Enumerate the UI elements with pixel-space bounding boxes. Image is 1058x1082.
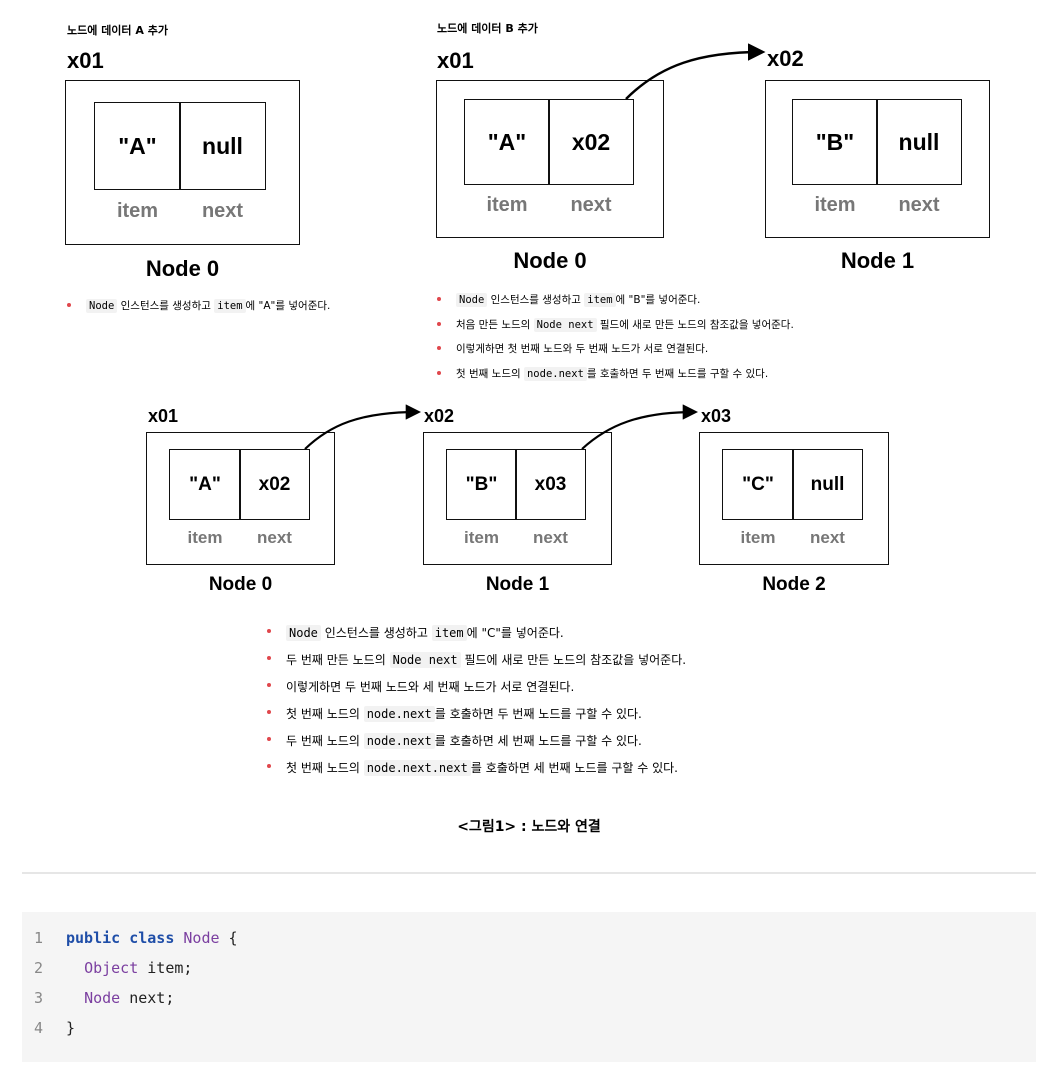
node-address: x02 (767, 46, 804, 71)
item-label: item (187, 528, 223, 547)
item-cell: "B" (446, 449, 517, 520)
node-box (423, 432, 612, 565)
node-name: Node 1 (840, 248, 915, 273)
item-cell: "A" (169, 449, 241, 520)
node-box (65, 80, 300, 245)
next-label: next (810, 528, 845, 547)
next-label: next (201, 200, 244, 222)
next-cell: null (876, 99, 962, 185)
note-item: 이렇게하면 두 번째 노드와 세 번째 노드가 서로 연결된다. (262, 674, 686, 701)
node-address: x01 (437, 48, 474, 73)
arrow-x01-to-x02 (304, 404, 422, 450)
item-label: item (740, 528, 776, 547)
code-block[interactable]: 1 public class Node { 2 Object item; 3 N… (22, 912, 1036, 1062)
node-box (699, 432, 889, 565)
item-label: item (116, 200, 159, 222)
next-label: next (898, 194, 940, 216)
next-label: next (257, 528, 292, 547)
next-cell: x02 (548, 99, 634, 185)
diagram-b-title: 노드에 데이터 B 추가 (437, 22, 538, 35)
diagram-a-title: 노드에 데이터 A 추가 (67, 24, 168, 37)
item-cell: "A" (464, 99, 550, 185)
note-item: 이렇게하면 첫 번째 노드와 두 번째 노드가 서로 연결된다. (432, 337, 794, 362)
arrow-x01-to-x02 (625, 43, 766, 100)
item-cell: "A" (94, 102, 181, 190)
item-cell: "B" (792, 99, 878, 185)
node-address: x02 (424, 406, 455, 426)
next-cell: x02 (239, 449, 310, 520)
node-address: x01 (67, 48, 104, 73)
figure-caption: <그림1> : 노드와 연결 (457, 819, 601, 835)
node-name: Node 0 (513, 248, 587, 273)
divider (22, 872, 1036, 874)
next-label: next (570, 194, 612, 216)
note-item: 처음 만든 노드의 Node next 필드에 새로 만든 노드의 참조값을 넣… (432, 313, 794, 338)
arrow-x02-to-x03 (581, 404, 699, 450)
item-label: item (814, 194, 856, 216)
node-address: x03 (701, 406, 732, 426)
item-label: item (464, 528, 499, 547)
next-cell: null (179, 102, 266, 190)
item-cell: "C" (722, 449, 794, 520)
node-box (436, 80, 664, 238)
next-cell: null (792, 449, 863, 520)
next-label: next (533, 528, 568, 547)
item-label: item (486, 194, 528, 216)
node-name: Node 0 (145, 256, 220, 281)
node-name: Node 0 (208, 574, 273, 595)
next-cell: x03 (515, 449, 586, 520)
node-address: x01 (148, 406, 179, 426)
node-name: Node 2 (762, 574, 826, 595)
note-item: 두 번째 만든 노드의 Node next 필드에 새로 만든 노드의 참조값을… (262, 647, 686, 674)
node-name: Node 1 (485, 574, 550, 595)
